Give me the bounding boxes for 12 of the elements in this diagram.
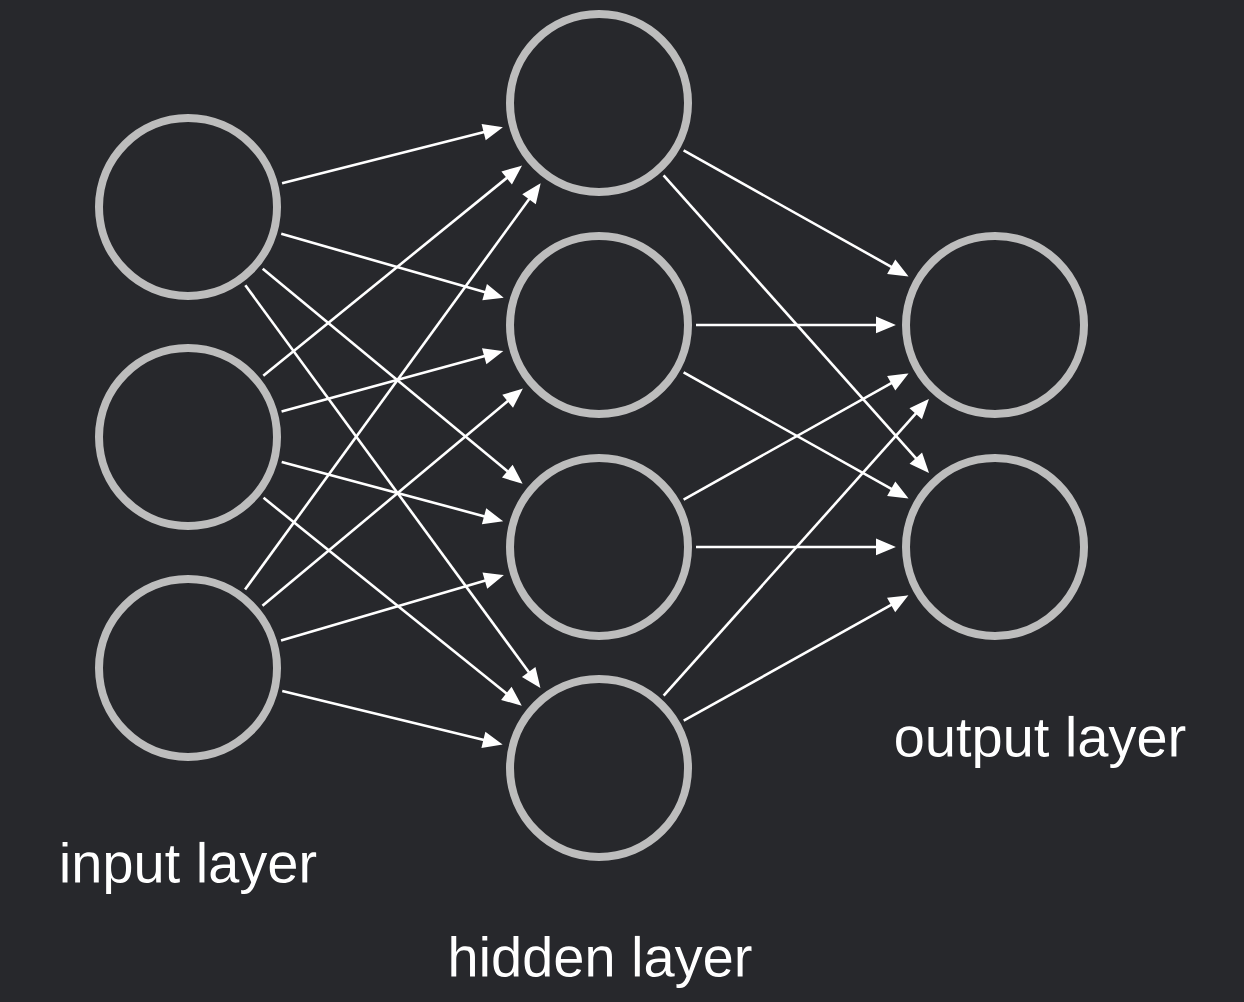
neuron-circle <box>902 232 1088 418</box>
neuron-circle <box>506 675 692 861</box>
layer-label: output layer <box>896 715 1186 769</box>
neuron-circle <box>506 10 692 196</box>
layer-label: input layer <box>62 841 317 895</box>
neuron-circle <box>506 232 692 418</box>
neuron-circle <box>95 344 281 530</box>
neuron-circle <box>95 575 281 761</box>
layer-label: hidden layer <box>451 935 752 989</box>
neuron-circle <box>95 114 281 300</box>
neuron-circle <box>506 454 692 640</box>
neuron-circle <box>902 454 1088 640</box>
